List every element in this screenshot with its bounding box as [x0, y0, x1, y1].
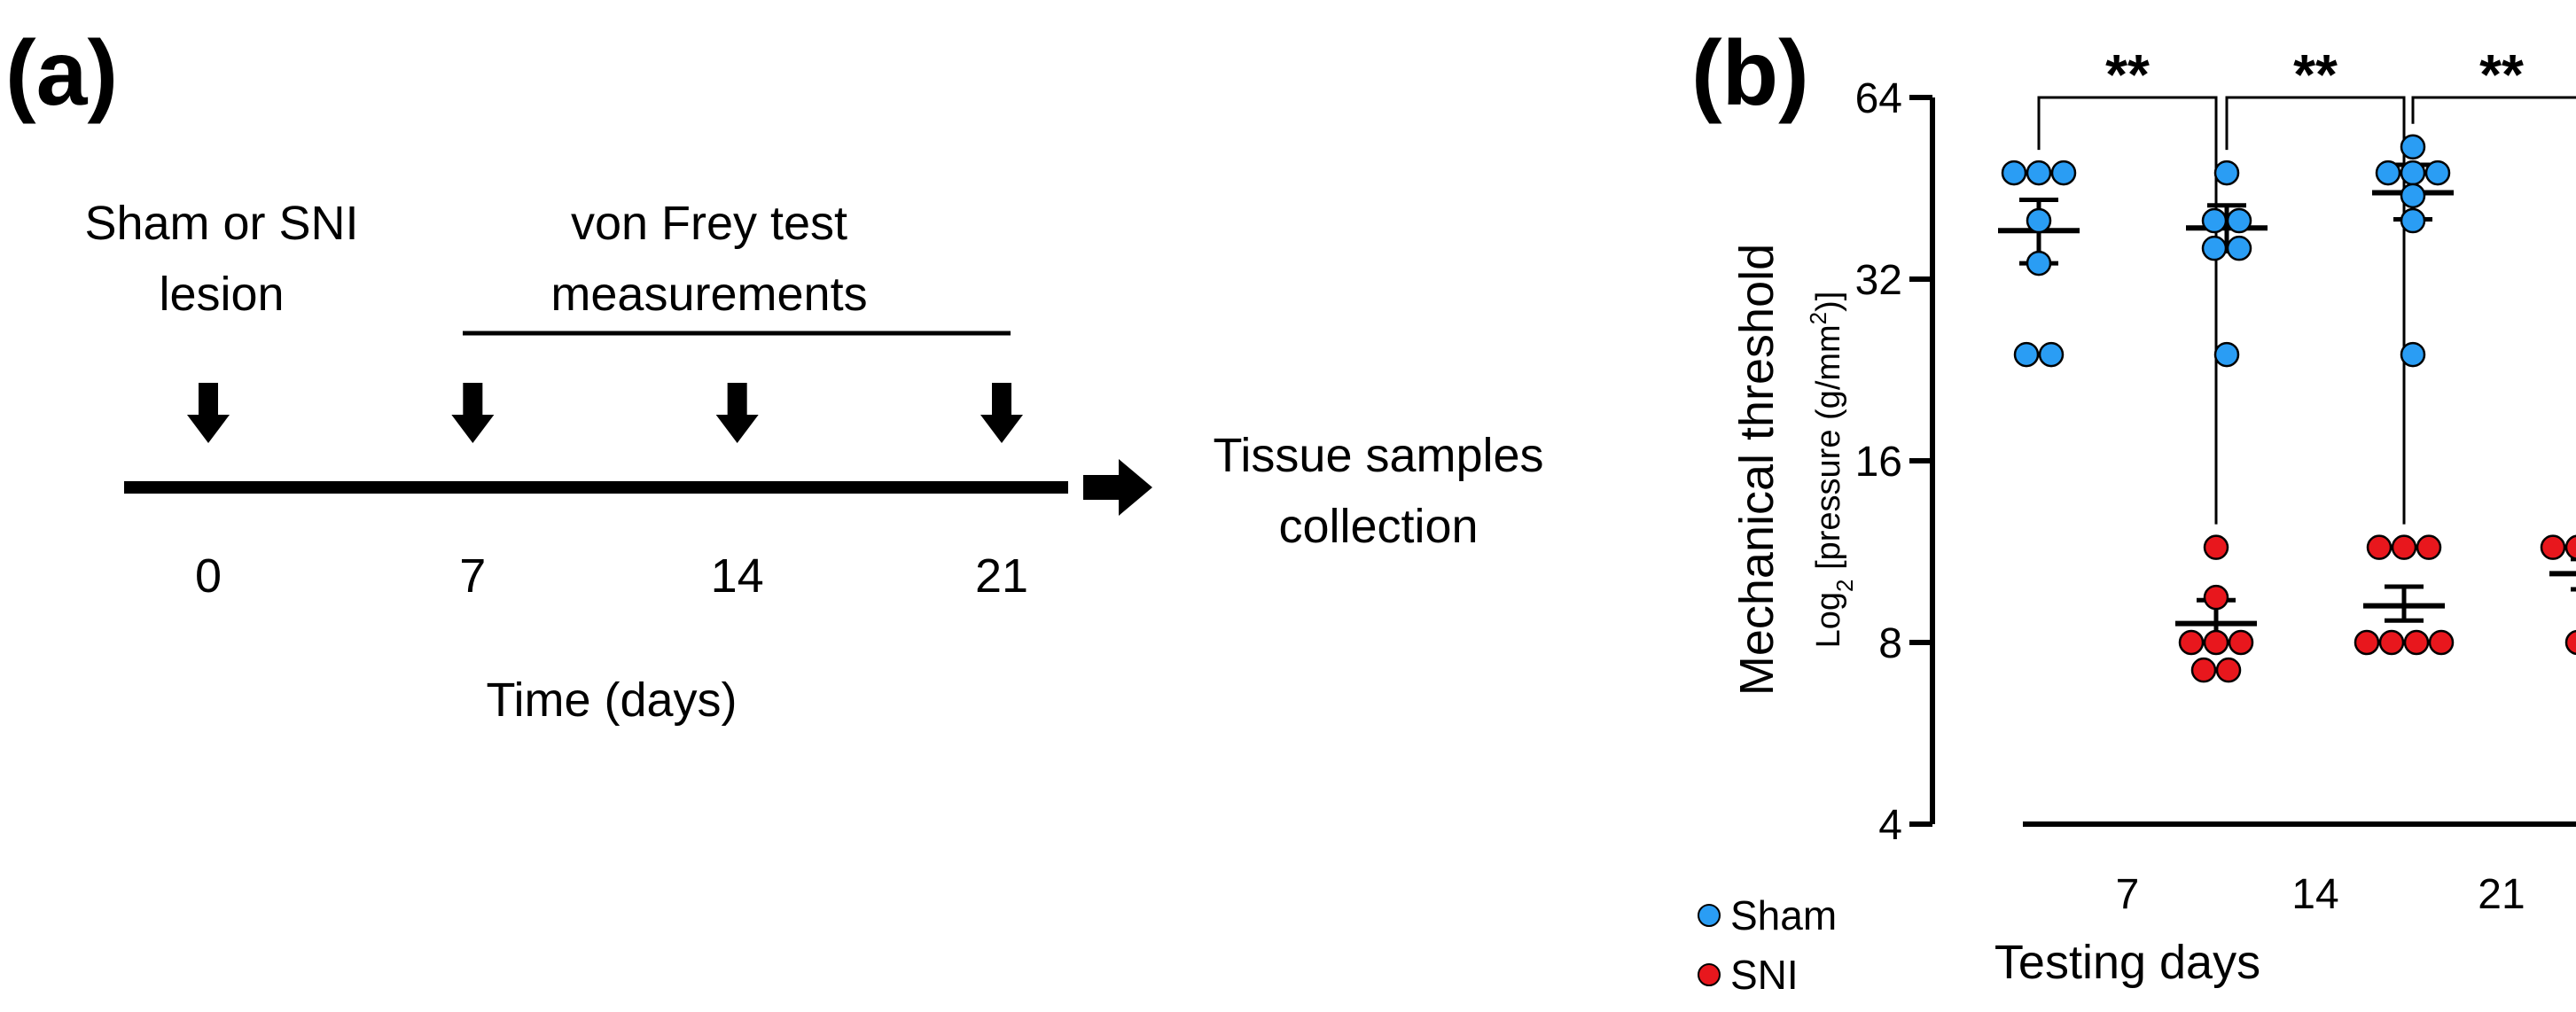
panel-b-label: (b)	[1691, 22, 1809, 125]
sham-point	[2026, 250, 2052, 276]
x-axis-title: Testing days	[1994, 936, 2260, 989]
sham-point	[2050, 160, 2077, 186]
x-tick-label: 7	[2116, 871, 2140, 918]
sni-point	[2203, 584, 2229, 611]
down-arrow-icon	[451, 383, 495, 443]
event-right-line2: measurements	[550, 268, 867, 321]
timeline-tick-label: 7	[459, 549, 486, 603]
significance-bracket	[2225, 96, 2406, 525]
sham-point	[2400, 341, 2426, 368]
sni-point	[2540, 534, 2566, 560]
y-tick-label: 64	[1855, 75, 1902, 122]
right-arrow-icon	[1083, 459, 1152, 516]
y-axis: 4 8 16 32 64	[1855, 75, 1935, 849]
event-left-line1: Sham or SNI	[84, 197, 358, 250]
sham-point	[2013, 341, 2040, 368]
y-tick-label: 32	[1855, 257, 1902, 304]
y-tick-label: 16	[1855, 439, 1902, 486]
legend-sni-marker	[1698, 963, 1721, 986]
significance-bracket	[2037, 96, 2218, 525]
significance-brackets: ** ** **	[2037, 43, 2576, 525]
event-left-line2: lesion	[159, 268, 284, 321]
sni-point	[2178, 629, 2205, 656]
x-tick-label: 14	[2291, 871, 2338, 918]
sham-point	[2026, 160, 2052, 186]
sni-point	[2428, 629, 2455, 656]
sni-point	[2403, 629, 2430, 656]
sni-point	[2203, 629, 2229, 656]
legend-sni-label: SNI	[1730, 952, 1799, 998]
significance-bracket	[2411, 96, 2576, 124]
significance-label: **	[2293, 43, 2338, 106]
sham-point	[2213, 341, 2240, 368]
significance-label: **	[2479, 43, 2524, 106]
y-tick-label: 8	[1878, 620, 1902, 667]
down-arrow-icon	[187, 383, 230, 443]
y-axis-title: Mechanical threshold	[1730, 244, 1784, 696]
panel-b: (b) Mechanical threshold Log2 [pressure …	[1691, 22, 2576, 998]
timeline-tick-label: 14	[711, 549, 764, 603]
sni-point	[2366, 534, 2393, 560]
down-arrow-icon	[980, 383, 1023, 443]
mean-sem-bars	[1998, 162, 2576, 645]
sham-point	[2026, 207, 2052, 234]
sham-point	[2226, 235, 2252, 261]
x-axis: 7 14 21	[2023, 821, 2576, 918]
sham-point	[2001, 160, 2027, 186]
sham-point	[2213, 160, 2240, 186]
y-axis-subtitle: Log2 [pressure (g/mm2)]	[1805, 292, 1858, 649]
sham-point	[2400, 183, 2426, 209]
x-tick-label: 21	[2478, 871, 2525, 918]
sham-point	[2400, 160, 2426, 186]
sni-point	[2354, 629, 2380, 656]
sni-point	[2416, 534, 2442, 560]
y-tick-label: 4	[1878, 802, 1902, 849]
panel-a-label: (a)	[5, 22, 118, 125]
sni-point	[2378, 629, 2405, 656]
legend: Sham SNI	[1698, 892, 1837, 998]
sni-point	[2203, 534, 2229, 560]
sni-point	[2391, 534, 2417, 560]
sni-point	[2228, 629, 2254, 656]
timepoint-arrows	[187, 383, 1023, 443]
timeline-tick-label: 21	[975, 549, 1028, 603]
sham-point	[2400, 207, 2426, 234]
sham-point	[2375, 160, 2401, 186]
significance-label: **	[2105, 43, 2150, 106]
sni-point	[2564, 629, 2576, 656]
sni-point	[2215, 657, 2242, 683]
timeline-tick-labels: 0 7 14 21	[195, 549, 1028, 603]
sham-point	[2400, 134, 2426, 160]
sham-point	[2201, 207, 2228, 234]
timeline-tick-label: 0	[195, 549, 222, 603]
panel-a: (a) Sham or SNI lesion von Frey test mea…	[5, 22, 1544, 727]
sham-point	[2424, 160, 2451, 186]
end-label-line2: collection	[1278, 500, 1478, 553]
sham-point	[2201, 235, 2228, 261]
down-arrow-icon	[715, 383, 759, 443]
data-points	[2001, 134, 2576, 683]
sham-point	[2038, 341, 2065, 368]
sni-point	[2564, 534, 2576, 560]
event-right-line1: von Frey test	[571, 197, 847, 250]
legend-sham-marker	[1698, 904, 1721, 927]
end-label-line1: Tissue samples	[1213, 429, 1543, 482]
timeline-xlabel: Time (days)	[486, 673, 737, 727]
legend-sham-label: Sham	[1730, 892, 1837, 938]
sham-point	[2226, 207, 2252, 234]
sni-point	[2190, 657, 2217, 683]
